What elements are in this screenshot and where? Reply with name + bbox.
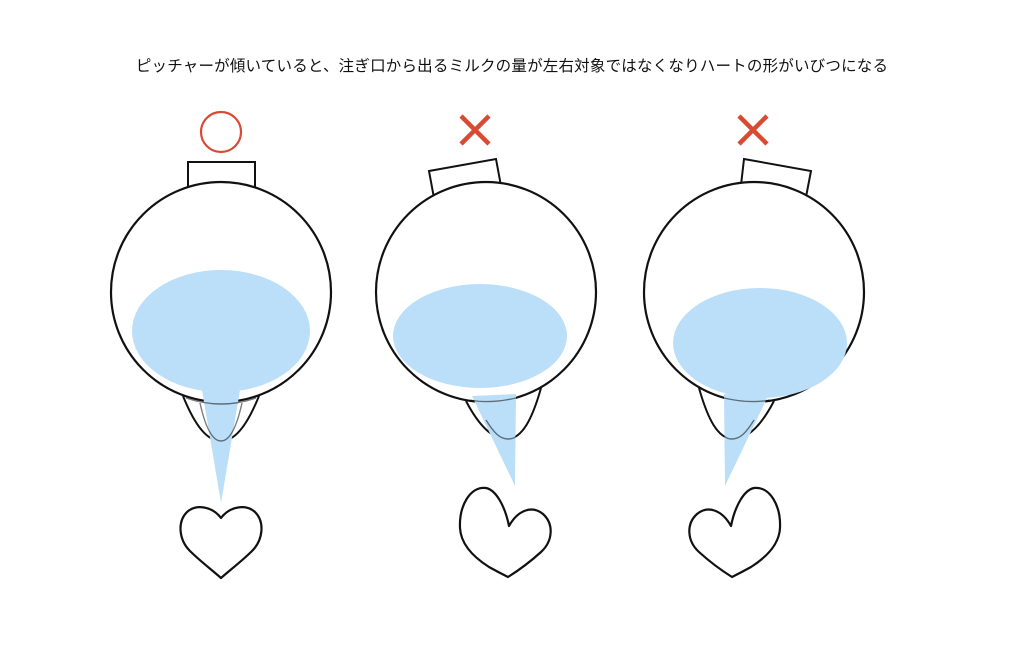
milk-stream [724,394,768,486]
body-edge-overlay [723,397,771,403]
body-edge-overlay [185,397,257,405]
heart-distorted [458,486,552,579]
incorrect-mark-icon [459,114,491,146]
panel-upright [109,110,333,580]
milk-stream [472,394,516,486]
heart-symmetric [179,506,263,580]
spout-edge-overlay [199,402,243,442]
spout-edge-overlay [485,419,517,440]
correct-mark-icon [199,110,243,154]
milk-surface [673,288,847,398]
incorrect-mark-icon [737,114,769,146]
milk-surface [132,270,310,392]
milk-stream [202,390,240,503]
body-edge-overlay [469,397,517,403]
panel-tilted-right [374,114,598,579]
spout-edge-overlay [723,419,755,440]
caption: ピッチャーが傾いていると、注ぎ口から出るミルクの量が左右対象ではなくなりハートの… [135,57,889,75]
heart-distorted [688,486,782,579]
panel-tilted-left [642,114,866,579]
milk-surface [393,284,567,388]
